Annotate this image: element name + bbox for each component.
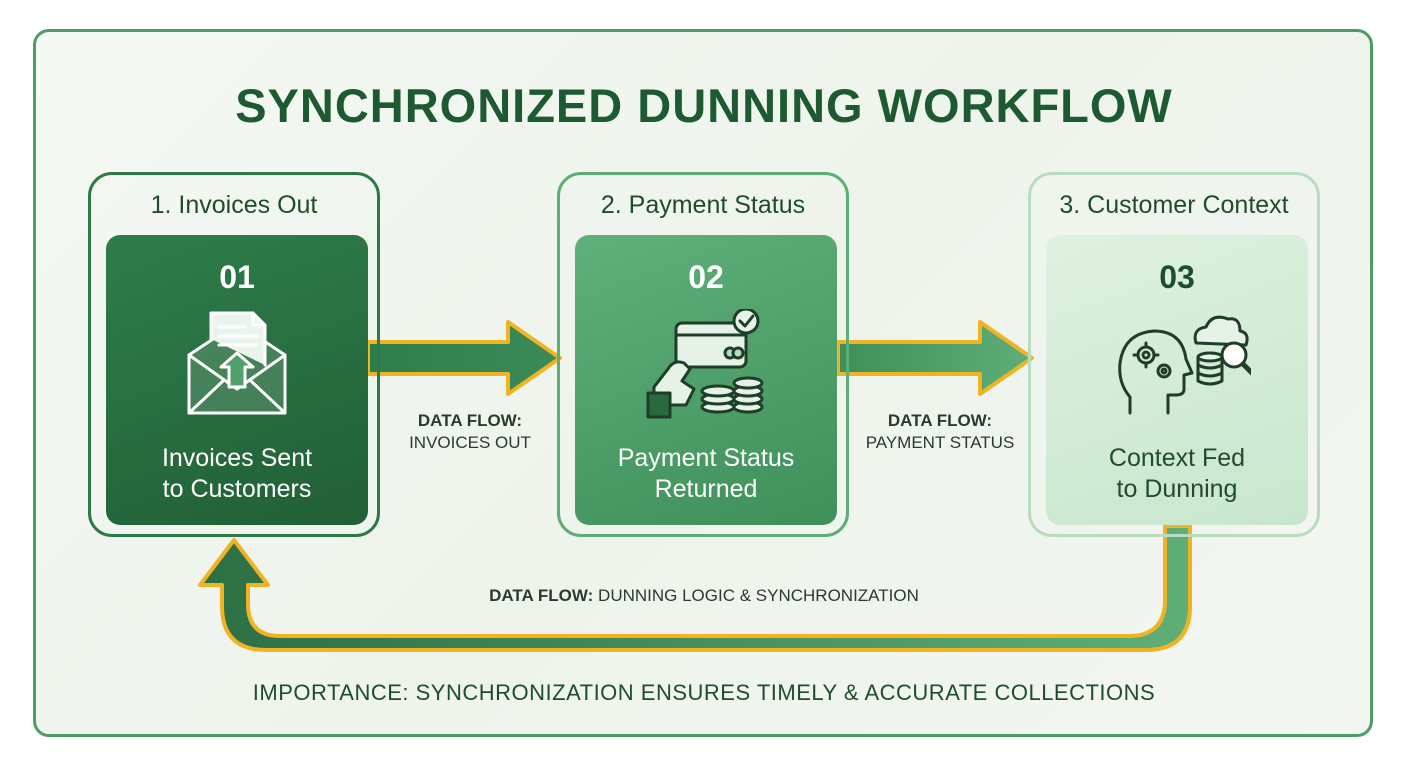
- arrow-dunning-return: [198, 524, 1192, 652]
- hand-card-coins-icon: [646, 309, 764, 419]
- step-number: 01: [219, 259, 255, 295]
- step-card: 01 Invoices Sent to Customers: [106, 235, 368, 525]
- step-payment-status: 2. Payment Status 02 Payment S: [557, 172, 849, 537]
- flow-text: DUNNING LOGIC & SYNCHRONIZATION: [598, 586, 919, 605]
- flow-label-dunning-logic: DATA FLOW: DUNNING LOGIC & SYNCHRONIZATI…: [404, 585, 1004, 607]
- head-gears-cloud-search-icon: [1118, 315, 1251, 415]
- flow-prefix: DATA FLOW:: [489, 586, 594, 605]
- step-heading: 3. Customer Context: [1059, 191, 1289, 219]
- step-number: 02: [688, 259, 724, 295]
- flow-prefix: DATA FLOW:: [417, 411, 523, 430]
- flow-text: INVOICES OUT: [409, 433, 531, 452]
- page-title: SYNCHRONIZED DUNNING WORKFLOW: [235, 79, 1173, 132]
- envelope-invoice-icon: [187, 311, 287, 415]
- flow-label-payment-status: DATA FLOW: PAYMENT STATUS: [848, 410, 1032, 454]
- step-label: Invoices Sent to Customers: [161, 444, 313, 503]
- step-card: 02 Payment Status Returned: [575, 235, 837, 525]
- flow-label-invoices-out: DATA FLOW: INVOICES OUT: [388, 410, 552, 454]
- step-heading: 2. Payment Status: [600, 191, 806, 219]
- flow-text: PAYMENT STATUS: [865, 433, 1015, 452]
- importance-footer: IMPORTANCE: SYNCHRONIZATION ENSURES TIME…: [252, 680, 1156, 705]
- step-card: 03 Context Fed to Dunning: [1046, 235, 1308, 525]
- step-customer-context: 3. Customer Context 03 Context Fed to Du…: [1028, 172, 1320, 537]
- step-number: 03: [1159, 259, 1195, 295]
- step-label: Payment Status Returned: [617, 444, 795, 503]
- flow-prefix: DATA FLOW:: [887, 411, 993, 430]
- arrow-payment-status: [836, 320, 1034, 396]
- arrow-invoices-out: [366, 320, 562, 396]
- step-heading: 1. Invoices Out: [150, 191, 318, 219]
- step-label: Context Fed to Dunning: [1108, 444, 1246, 503]
- step-invoices-out: 1. Invoices Out 01 Invoices Sent to Cust…: [88, 172, 380, 537]
